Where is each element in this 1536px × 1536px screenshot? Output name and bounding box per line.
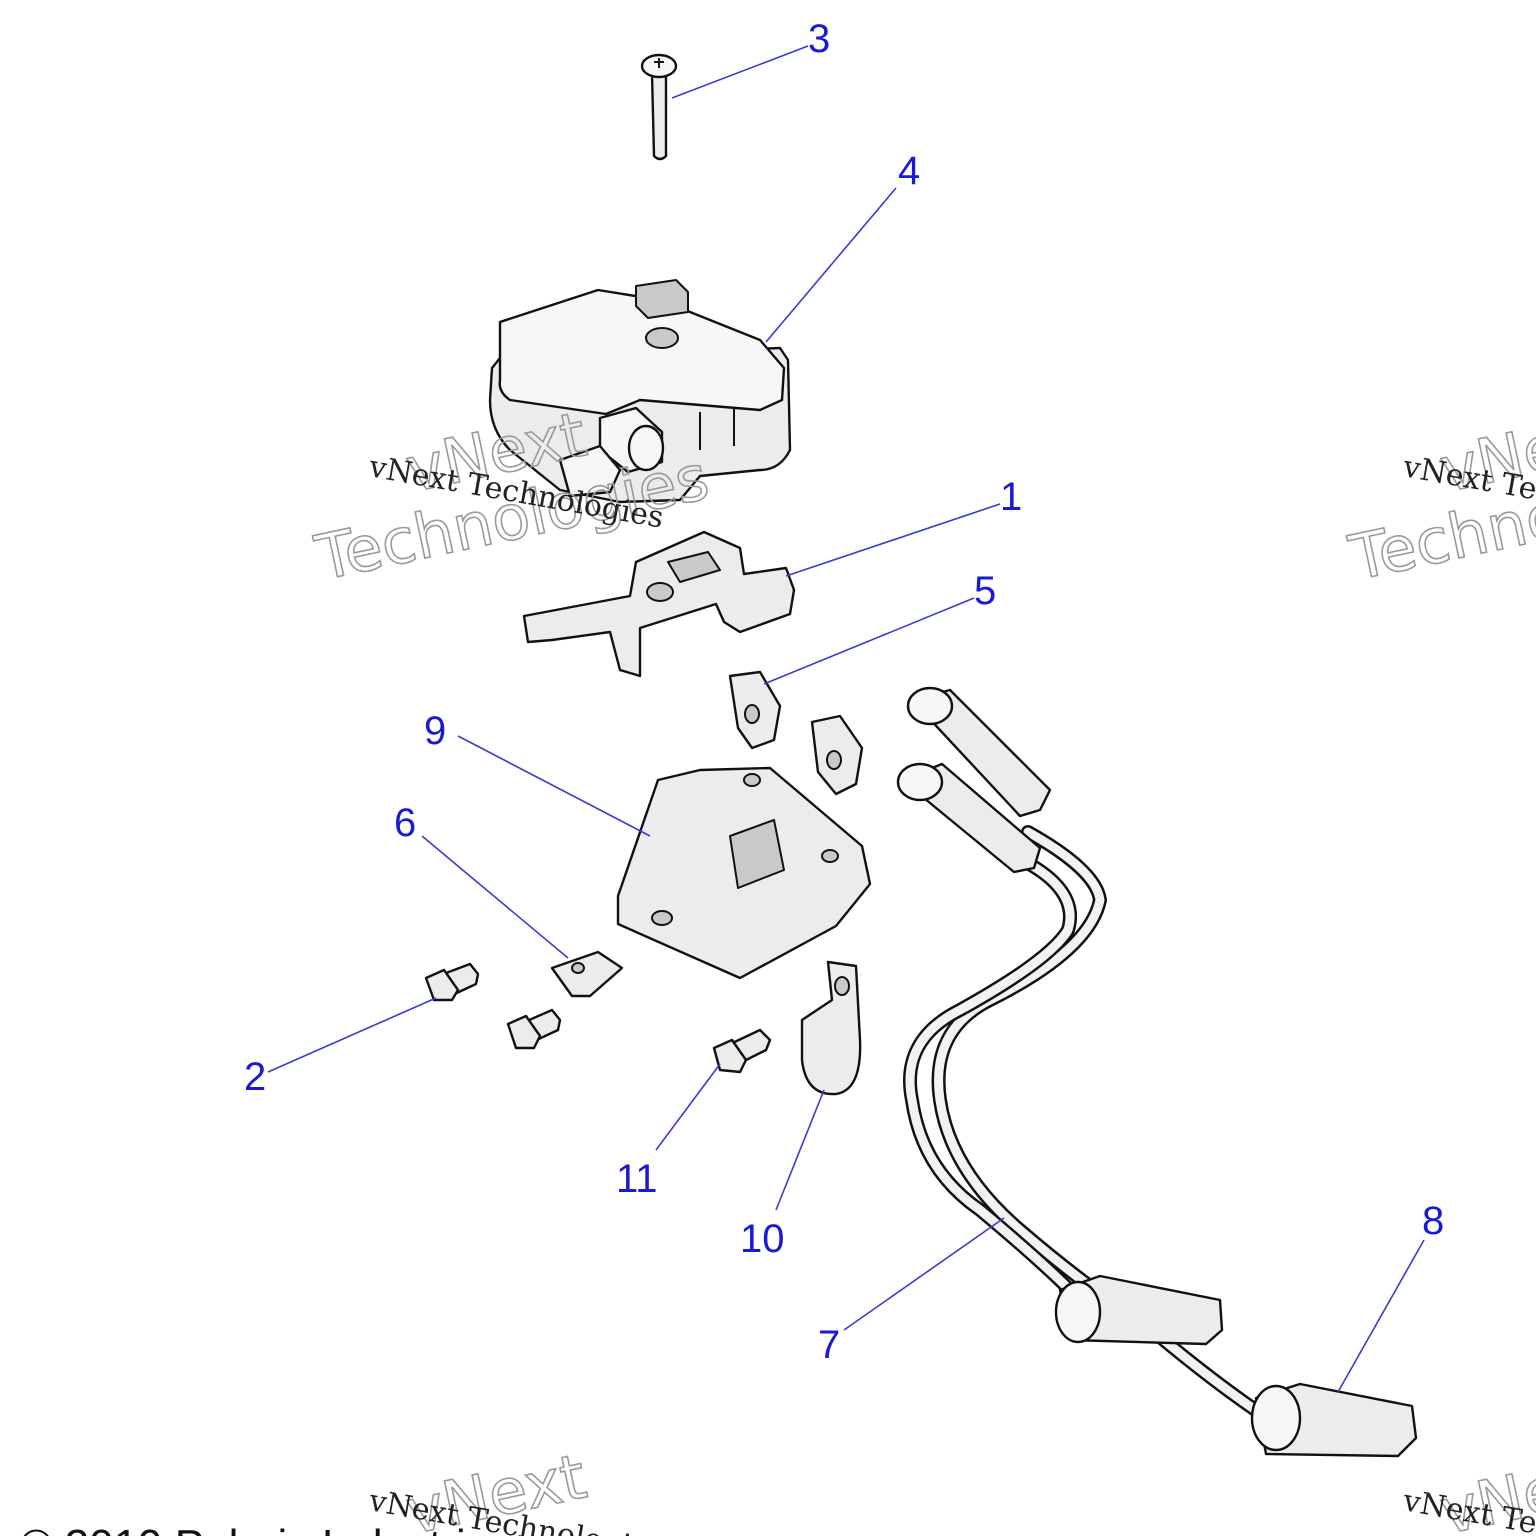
part-5-clips	[728, 670, 864, 796]
callout-1: 1	[1000, 475, 1022, 519]
callout-3: 3	[808, 17, 830, 61]
watermark-group-4: vNext vNext Technologies	[1400, 1439, 1536, 1536]
callout-2: 2	[244, 1055, 266, 1099]
callout-7: 7	[818, 1323, 840, 1367]
callout-5: 5	[974, 569, 996, 613]
part-4-coil-module	[488, 279, 792, 504]
leader-lines	[267, 45, 1425, 1393]
callout-4: 4	[898, 149, 920, 193]
part-3-screw	[640, 53, 678, 161]
part-8-terminal	[1250, 1382, 1418, 1458]
copyright-text: © 2019 Polaris Industries	[20, 1521, 512, 1536]
watermark-group-2: vNext Technologies vNext Technologies	[1342, 397, 1536, 596]
callout-9: 9	[424, 709, 446, 753]
part-1-bracket	[522, 530, 796, 678]
part-6-clip-nut	[550, 950, 624, 998]
callout-8: 8	[1422, 1199, 1444, 1243]
part-2-bolts	[424, 962, 562, 1050]
part-9-mounting-plate	[616, 766, 872, 980]
callout-6: 6	[394, 801, 416, 845]
part-11-bolt	[712, 1028, 772, 1074]
callout-labels: 3 4 1 5 9 6 2 11 10 7 8	[244, 17, 1444, 1367]
part-10-p-clamp	[800, 960, 862, 1096]
part-7-wire-harness	[896, 686, 1277, 1427]
callout-10: 10	[740, 1217, 785, 1261]
callout-11: 11	[616, 1157, 658, 1201]
